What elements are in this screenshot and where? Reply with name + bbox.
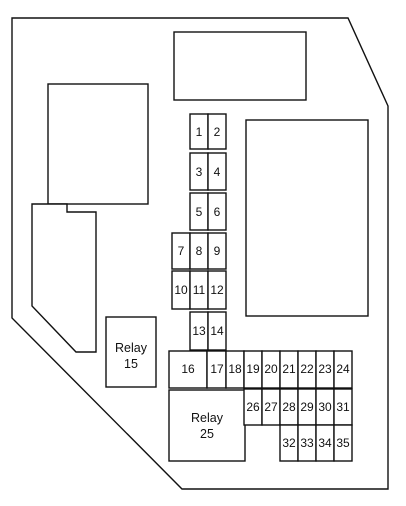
- fuse-13-label: 13: [192, 324, 206, 338]
- fuse-24: [333, 350, 353, 389]
- fuse-12-label: 12: [210, 283, 224, 297]
- fuse-23-label: 23: [318, 362, 332, 376]
- fuse-8-label: 8: [196, 244, 203, 258]
- relay-15: [105, 316, 157, 388]
- fuse-26-label: 26: [246, 400, 260, 414]
- fuse-21-label: 21: [282, 362, 296, 376]
- right-block: [245, 119, 369, 317]
- fuse-2: [207, 113, 227, 150]
- fuse-16-label: 16: [181, 362, 195, 376]
- fuse-31-label: 31: [336, 400, 350, 414]
- fuse-35-label: 35: [336, 436, 350, 450]
- fuse-34-label: 34: [318, 436, 332, 450]
- fuse-9-label: 9: [214, 244, 221, 258]
- fuse-14: [207, 311, 227, 351]
- fuse-22-label: 22: [300, 362, 314, 376]
- relay-25-number: 25: [200, 427, 214, 441]
- fuse-29-label: 29: [300, 400, 314, 414]
- fuse-4: [207, 152, 227, 191]
- fuse-24-label: 24: [336, 362, 350, 376]
- fuse-12: [207, 270, 227, 310]
- left-lower-block: [31, 203, 97, 353]
- left-upper-block: [47, 83, 149, 205]
- fuse-11-label: 11: [193, 283, 206, 297]
- fuse-32-label: 32: [282, 436, 296, 450]
- fuse-35: [333, 424, 353, 462]
- fuse-20-label: 20: [264, 362, 278, 376]
- fuse-14-label: 14: [210, 324, 224, 338]
- fuse-10-label: 10: [174, 283, 188, 297]
- fuse-6: [207, 192, 227, 231]
- fuse-33-label: 33: [300, 436, 314, 450]
- fuse-5-label: 5: [196, 205, 203, 219]
- relay-25-label: Relay: [191, 411, 224, 425]
- fuse-7-label: 7: [178, 244, 185, 258]
- fuse-17-label: 17: [210, 362, 224, 376]
- relay-15-label: Relay: [115, 341, 148, 355]
- fuse-6-label: 6: [214, 205, 221, 219]
- fuse-27-label: 27: [264, 400, 278, 414]
- fuse-3-label: 3: [196, 165, 203, 179]
- fuse-9: [207, 232, 227, 270]
- fuse-19-label: 19: [246, 362, 260, 376]
- fuse-28-label: 28: [282, 400, 296, 414]
- fuse-2-label: 2: [214, 125, 221, 139]
- fuse-1-label: 1: [196, 125, 203, 139]
- fuse-16: [168, 350, 208, 389]
- fuse-4-label: 4: [214, 165, 221, 179]
- fuse-30-label: 30: [318, 400, 332, 414]
- fuse-18-label: 18: [228, 362, 242, 376]
- relay-15-number: 15: [124, 357, 138, 371]
- relay-25: [168, 389, 246, 462]
- top-block: [173, 31, 307, 101]
